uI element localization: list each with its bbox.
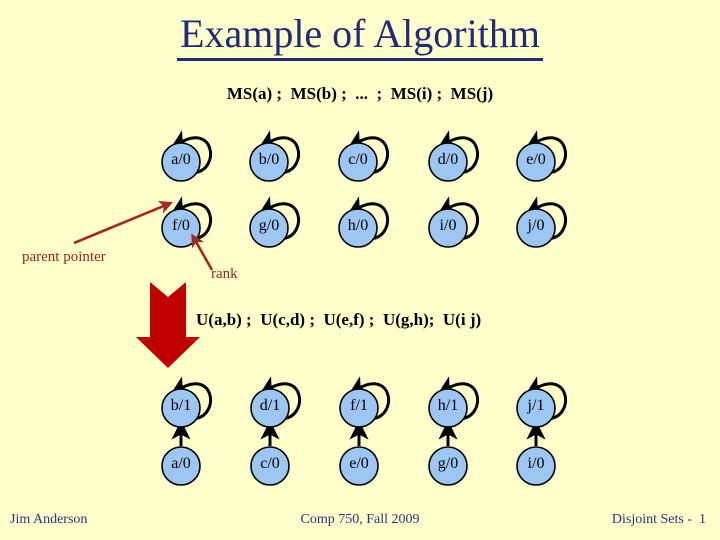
node-i-0 [516, 446, 556, 486]
rank-arrow [191, 233, 214, 271]
self-loop-f-1 [348, 376, 390, 420]
node-e-0 [339, 446, 379, 486]
parent-pointer-label: parent pointer [22, 249, 106, 265]
node-j-0 [516, 208, 556, 248]
makeset-row-2 [161, 196, 567, 248]
node-i-0 [428, 208, 468, 248]
self-loop-e-0 [525, 130, 567, 174]
node-b-1 [161, 388, 201, 428]
node-d-1 [250, 388, 290, 428]
footer-author: Jim Anderson [10, 512, 88, 527]
self-loop-b-1 [170, 376, 212, 420]
node-f-0 [161, 208, 201, 248]
node-j-1 [516, 388, 556, 428]
self-loop-j-1 [525, 376, 567, 420]
page-title-text: Example of Algorithm [177, 12, 543, 61]
makeset-row-1 [161, 130, 567, 182]
self-loop-b-0 [258, 130, 300, 174]
rank-label: rank [211, 266, 238, 282]
self-loop-h-0 [347, 196, 389, 240]
node-b-0 [249, 142, 289, 182]
self-loop-d-1 [259, 376, 301, 420]
node-f-1 [339, 388, 379, 428]
node-g-0 [428, 446, 468, 486]
self-loop-j-0 [525, 196, 567, 240]
node-c-0 [250, 446, 290, 486]
node-d-0 [428, 142, 468, 182]
page-title: Example of Algorithm [0, 12, 720, 61]
makeset-operations-text: MS(a) ; MS(b) ; ... ; MS(i) ; MS(j) [226, 84, 494, 103]
self-loop-a-0 [170, 130, 212, 174]
footer-topic-page: Disjoint Sets - 1 [611, 512, 706, 527]
self-loop-g-0 [258, 196, 300, 240]
self-loop-c-0 [347, 130, 389, 174]
self-loop-i-0 [437, 196, 479, 240]
node-e-0 [516, 142, 556, 182]
transition-down-arrow [136, 282, 200, 368]
self-loop-h-1 [437, 376, 479, 420]
parent-pointer-arrow [73, 201, 173, 245]
node-h-0 [338, 208, 378, 248]
node-a-0 [161, 142, 201, 182]
footer-course: Comp 750, Fall 2009 [300, 512, 420, 527]
union-forest-trees [161, 376, 567, 486]
node-g-0 [249, 208, 289, 248]
node-a-0 [161, 446, 201, 486]
node-c-0 [338, 142, 378, 182]
node-h-1 [428, 388, 468, 428]
self-loop-d-0 [437, 130, 479, 174]
union-operations-text: U(a,b) ; U(c,d) ; U(e,f) ; U(g,h); U(i j… [196, 310, 482, 329]
